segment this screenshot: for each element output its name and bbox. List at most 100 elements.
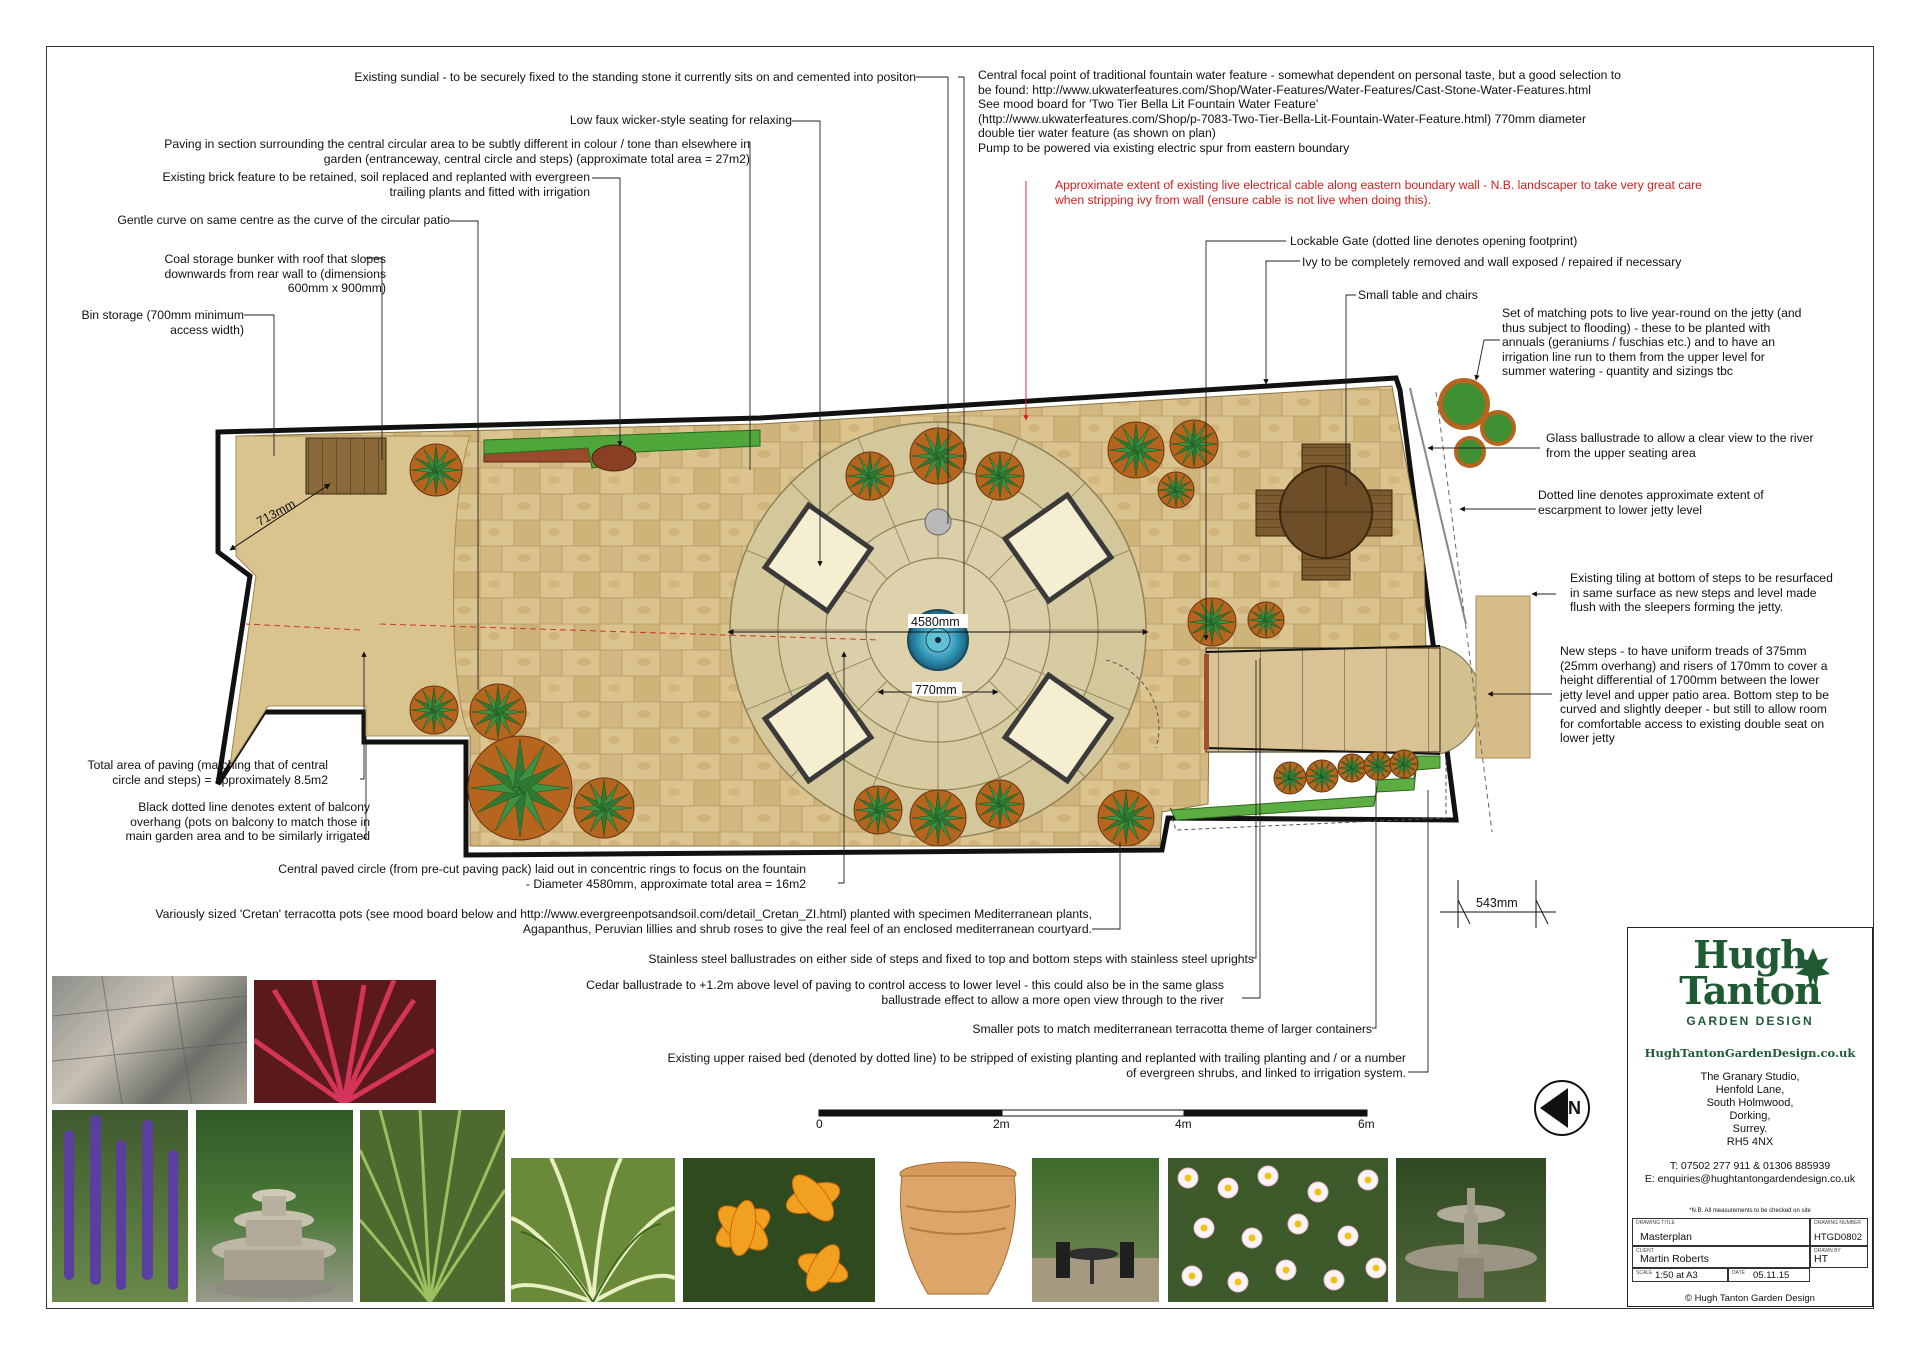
- existing-tiling: [1475, 595, 1531, 759]
- jetty-pots: [1438, 378, 1516, 468]
- daisy-centre: [1234, 1278, 1242, 1286]
- gate-swing: [1105, 659, 1160, 749]
- drawing-title-label: DRAWING TITLE: [1636, 1220, 1675, 1226]
- boundary-wall: [215, 375, 1459, 858]
- daisy-centre: [1184, 1174, 1192, 1182]
- agave-leaf: [434, 457, 458, 474]
- daisy-centre: [1282, 1266, 1290, 1274]
- note-seating: Low faux wicker-style seating for relaxi…: [569, 113, 792, 127]
- agave-leaf: [495, 698, 522, 716]
- terracotta-pots: [409, 419, 1419, 847]
- agave-leaf: [1174, 481, 1191, 493]
- scale-bar: [818, 1109, 1368, 1117]
- daisy-centre: [1330, 1276, 1338, 1284]
- mood-photo-variegated-grass: [511, 1158, 675, 1302]
- measurements-note: *N.B. All measurements to be checked on …: [1689, 1208, 1811, 1214]
- client-cell: CLIENT Martin Roberts: [1632, 1246, 1810, 1268]
- glass-ballustrade: [1409, 387, 1467, 625]
- client-value: Martin Roberts: [1640, 1253, 1709, 1265]
- note-table-chairs: Small table and chairs: [1358, 288, 1478, 302]
- note-cedar: Cedar ballustrade to +1.2m above level o…: [586, 978, 1224, 1007]
- title-block: Hugh Tanton GARDEN DESIGN HughTantonGard…: [1627, 927, 1873, 1307]
- agave-leaf: [998, 792, 1020, 807]
- daisies-image: [1177, 1165, 1387, 1293]
- dim-770: 770mm: [915, 683, 957, 697]
- agave-leaf: [1376, 759, 1390, 768]
- mood-photo-stone-fountain: [196, 1110, 353, 1302]
- mood-photo-salvia: [52, 1110, 188, 1302]
- note-smaller-pots: Smaller pots to match mediterranean terr…: [972, 1022, 1372, 1036]
- red-dashed-axis: [379, 623, 881, 641]
- north-label: N: [1568, 1098, 1581, 1118]
- agave-leaf: [935, 442, 962, 460]
- drawn-by-cell: DRAWN BY HT: [1810, 1246, 1868, 1268]
- north-arrow-icon: N: [1534, 1080, 1590, 1136]
- note-jetty-pots: Set of matching pots to live year-round …: [1502, 306, 1802, 378]
- grass-image: [511, 1158, 675, 1302]
- daisy-centre: [1188, 1272, 1196, 1280]
- note-lockable-gate: Lockable Gate (dotted line denotes openi…: [1290, 234, 1578, 248]
- agave-leaf: [432, 698, 454, 713]
- table-and-chairs: [1255, 443, 1393, 581]
- note-total-area: Total area of paving (matching that of c…: [87, 758, 329, 787]
- dim-4580: 4580mm: [911, 615, 960, 629]
- contact-details: T: 07502 277 911 & 01306 885939 E: enqui…: [1644, 1160, 1856, 1185]
- note-new-steps: New steps - to have uniform treads of 37…: [1560, 644, 1829, 745]
- leader-lines: [244, 76, 1556, 1073]
- mood-photo-peruvian-lily: [683, 1158, 875, 1302]
- mood-photo-cretan-pot: [884, 1158, 1032, 1302]
- cordyline-image: [254, 980, 436, 1103]
- date-label: DATE: [1732, 1270, 1745, 1276]
- drawing-title-cell: DRAWING TITLE Masterplan: [1632, 1218, 1810, 1246]
- agave-leaf: [1320, 768, 1336, 779]
- scale-label-0: 0: [816, 1117, 823, 1131]
- drawn-by-label: DRAWN BY: [1814, 1248, 1841, 1254]
- drawing-number-cell: DRAWING NUMBER HTGD0802: [1810, 1218, 1868, 1246]
- sundial: [924, 508, 952, 536]
- logo-garden-design: GARDEN DESIGN: [1686, 1014, 1814, 1028]
- escarpment-line: [1435, 391, 1493, 833]
- note-glass-ballustrade: Glass ballustrade to allow a clear view …: [1546, 431, 1814, 460]
- mood-photo-paving-sample: [52, 976, 247, 1104]
- logo-hugh: Hugh: [1693, 932, 1808, 977]
- mood-photo-palm: [360, 1110, 505, 1302]
- balcony-line: [245, 623, 361, 631]
- dimension-labels: 713mm 4580mm 770mm 543mm: [254, 497, 1517, 910]
- agave-leaf: [998, 464, 1020, 479]
- studio-address: The Granary Studio, Henfold Lane, South …: [1700, 1071, 1800, 1148]
- note-paving-section: Paving in section surrounding the centra…: [164, 137, 750, 166]
- agave-leaf: [1264, 611, 1281, 623]
- note-bin-storage: Bin storage (700mm minimum access width): [81, 308, 244, 337]
- daisy-centre: [1364, 1176, 1372, 1184]
- note-coal-bunker: Coal storage bunker with roof that slope…: [164, 252, 386, 295]
- stone-fountain-image: [212, 1189, 336, 1298]
- agave-leaf: [868, 464, 890, 479]
- daisy-centre: [1264, 1172, 1272, 1180]
- agave-leaf: [1402, 757, 1416, 766]
- note-escarpment: Dotted line denotes approximate extent o…: [1538, 488, 1764, 517]
- drawing-title-value: Masterplan: [1640, 1231, 1692, 1243]
- dim-543: 543mm: [1476, 896, 1518, 910]
- agave-leaf: [876, 798, 898, 813]
- scale-label: SCALE: [1636, 1270, 1653, 1276]
- lily-image: [715, 1174, 849, 1292]
- agave-leaf: [1123, 804, 1150, 822]
- palm-image: [360, 1110, 505, 1302]
- note-gentle-curve: Gentle curve on same centre as the curve…: [117, 213, 450, 227]
- paving-sample-image: [52, 976, 247, 1104]
- mood-photo-bella-fountain: [1396, 1158, 1546, 1302]
- scale-value: 1:50 at A3: [1655, 1270, 1698, 1281]
- raised-bed-outline: [1171, 760, 1447, 831]
- daisy-centre: [1200, 1224, 1208, 1232]
- daisy-centre: [1314, 1188, 1322, 1196]
- drawing-info-table: DRAWING TITLE Masterplan DRAWING NUMBER …: [1632, 1218, 1868, 1282]
- copyright: © Hugh Tanton Garden Design: [1685, 1293, 1815, 1304]
- courtyard-image: [1032, 1242, 1159, 1302]
- mood-photo-daisies: [1168, 1158, 1388, 1302]
- note-tiling: Existing tiling at bottom of steps to be…: [1570, 571, 1833, 614]
- website-link[interactable]: HughTantonGardenDesign.co.uk: [1644, 1046, 1856, 1060]
- note-raised-bed: Existing upper raised bed (denoted by do…: [667, 1051, 1407, 1080]
- date-cell: DATE 05.11.15: [1728, 1268, 1810, 1282]
- agave-leaf: [1210, 610, 1232, 625]
